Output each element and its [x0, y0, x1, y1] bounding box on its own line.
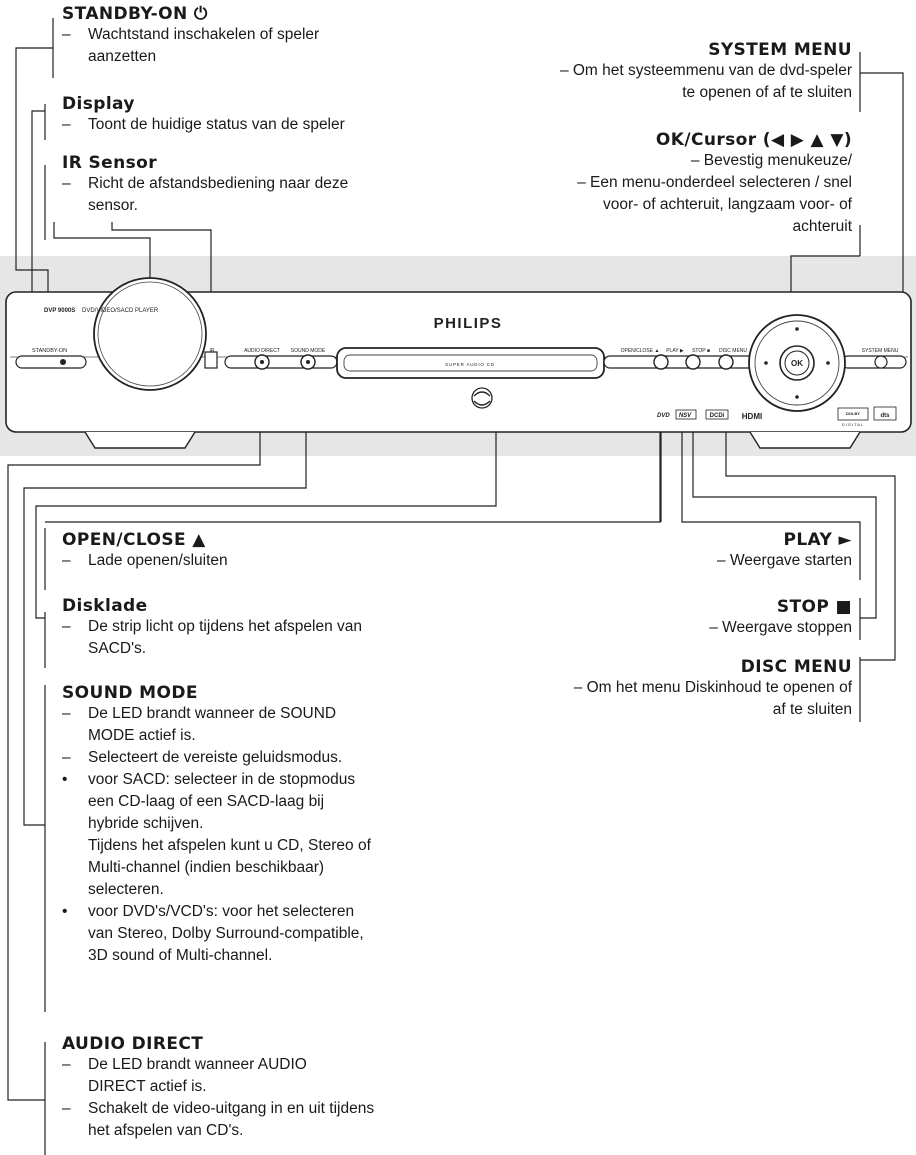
play-label: PLAY ▶ [666, 348, 684, 354]
dvd-player-front-panel [5, 277, 912, 449]
dolby-logo: DOLBY [846, 411, 860, 416]
callout-title: SYSTEM MENU [708, 40, 852, 60]
hdmi-logo: HDMI [742, 412, 762, 421]
dvd-logo: DVD [657, 413, 670, 419]
disc-menu-label: DISC MENU [719, 348, 747, 354]
standby-button-label: STANDBY-ON [32, 348, 67, 354]
callout-disc-menu: DISC MENU – Om het menu Diskinhoud te op… [440, 657, 852, 721]
callout-display: Display –Toont de huidige status van de … [62, 94, 422, 136]
callout-ir-sensor: IR Sensor –Richt de afstandsbediening na… [62, 153, 422, 217]
dts-logo: dts [881, 413, 891, 419]
model-label: DVP 9000S [44, 308, 75, 314]
callout-open-close: OPEN/CLOSE ▲ –Lade openen/sluiten [62, 530, 462, 572]
callout-sound-mode: SOUND MODE –De LED brandt wanneer de SOU… [62, 683, 482, 967]
callout-title: STOP ■ [776, 597, 852, 617]
callout-title: PLAY ► [783, 530, 852, 550]
tray-label: SUPER AUDIO CD [445, 362, 495, 367]
dcdi-logo: DCDi [710, 413, 725, 419]
callout-title: OK/Cursor (◀ ▶ ▲ ▼) [655, 130, 852, 150]
callout-title: AUDIO DIRECT [62, 1034, 204, 1054]
stop-label: STOP ■ [692, 348, 710, 354]
system-menu-label: SYSTEM MENU [862, 348, 899, 354]
sound-mode-label: SOUND MODE [291, 348, 326, 354]
callout-system-menu: SYSTEM MENU – Om het systeemmenu van de … [460, 40, 852, 104]
list-item: –Schakelt de video-uitgang in en uit tij… [62, 1100, 375, 1139]
callout-title: STANDBY-ON ⏻ [62, 4, 208, 24]
callout-title: Display [62, 94, 135, 114]
callout-title: DISC MENU [740, 657, 852, 677]
ok-label: OK [791, 359, 803, 368]
list-item: –Selecteert de vereiste geluidsmodus. [62, 749, 343, 766]
callout-title: SOUND MODE [62, 683, 198, 703]
callout-stop: STOP ■ – Weergave stoppen [470, 597, 852, 639]
callout-standby-on: STANDBY-ON ⏻ –Wachtstand inschakelen of … [62, 4, 422, 68]
open-close-label: OPEN/CLOSE ▲ [621, 348, 660, 354]
nsv-logo: NSV [679, 413, 692, 419]
dolby-digital-logo: DIGITAL [842, 422, 864, 427]
callout-title: IR Sensor [62, 153, 157, 173]
audio-direct-label: AUDIO DIRECT [244, 348, 280, 354]
leader-lines [7, 18, 904, 1155]
brand-logo: PHILIPS [434, 315, 503, 332]
callout-audio-direct: AUDIO DIRECT –De LED brandt wanneer AUDI… [62, 1034, 482, 1142]
ir-label: IR [210, 348, 215, 354]
callout-play: PLAY ► – Weergave starten [470, 530, 852, 572]
callout-disklade: Disklade –De strip licht op tijdens het … [62, 596, 482, 660]
callout-title: OPEN/CLOSE ▲ [62, 530, 206, 550]
type-label: DVD/VIDEO/SACD PLAYER [82, 308, 159, 314]
callout-ok-cursor: OK/Cursor (◀ ▶ ▲ ▼) – Bevestig menukeuze… [460, 130, 852, 238]
callout-title: Disklade [62, 596, 148, 616]
sacd-emblem [471, 387, 493, 409]
